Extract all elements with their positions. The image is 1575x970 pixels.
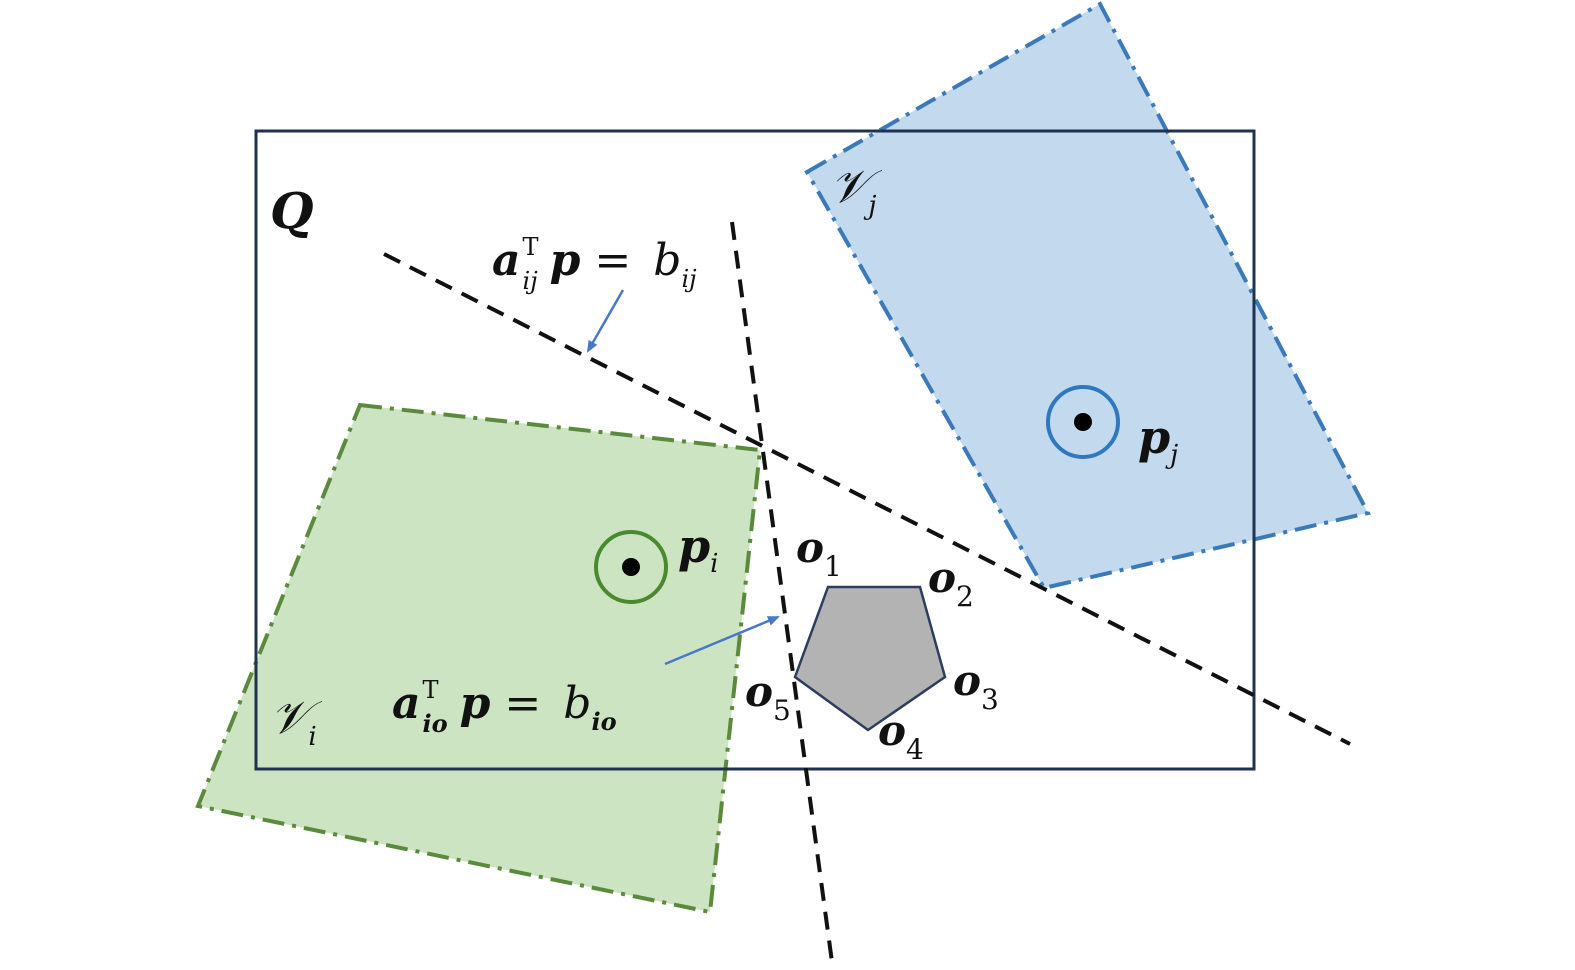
label-q: Q — [270, 181, 314, 240]
label-vertex-o4: o4 — [878, 706, 924, 766]
cell-i-region — [195, 402, 763, 915]
label-vertex-o3: o3 — [953, 656, 999, 716]
obstacle-pentagon — [793, 585, 947, 732]
robot-j-dot — [1074, 413, 1092, 431]
workspace-frame — [254, 129, 1256, 771]
label-robot-j: pj — [1138, 410, 1178, 470]
robot-i-dot — [622, 558, 640, 576]
arrow-eq-io — [664, 615, 780, 666]
label-robot-i: pi — [678, 519, 719, 579]
robot-i-ring — [594, 530, 668, 604]
arrow-eq-ij — [586, 289, 625, 353]
label-vertex-o5: o5 — [745, 667, 791, 727]
hyperplane-io — [730, 221, 834, 963]
label-vertex-o1: o1 — [796, 523, 842, 583]
hyperplane-ij — [383, 252, 1351, 746]
cell-j-region — [804, 1, 1371, 591]
robot-j-ring — [1046, 385, 1120, 459]
label-vertex-o2: o2 — [928, 553, 974, 613]
